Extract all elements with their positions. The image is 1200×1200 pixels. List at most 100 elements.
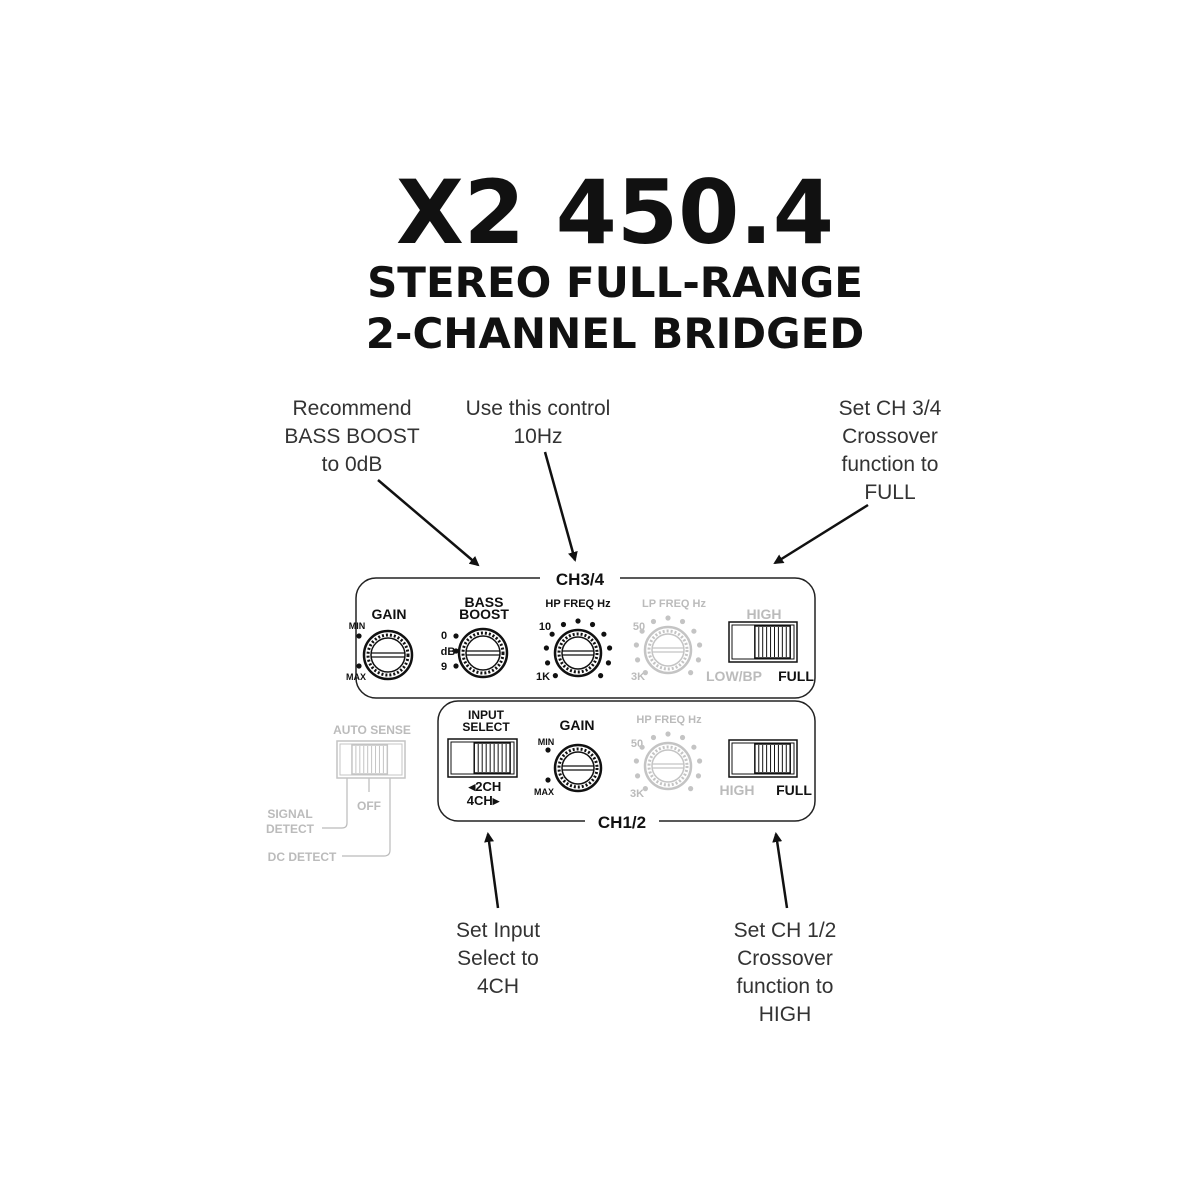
annotation-line: function to <box>737 975 834 998</box>
gain-max-dot <box>356 663 362 669</box>
knob-scale-dot <box>598 673 604 679</box>
knob-scale-dot <box>601 631 607 637</box>
ch34-gain-knob[interactable] <box>362 629 414 681</box>
input-select-label: INPUT <box>468 708 505 722</box>
ch34-lp-freq-knob[interactable] <box>633 615 703 676</box>
knob-scale-dot <box>605 660 612 666</box>
model-title: X2 450.4 <box>396 161 834 264</box>
bass-boost-0: 0 <box>441 630 447 642</box>
input-select-label: SELECT <box>462 720 510 734</box>
ch12-gain-max: MAX <box>534 787 554 797</box>
knob-scale-dot <box>642 670 648 676</box>
bass-boost-dot <box>453 648 459 654</box>
ch12-label: CH1/2 <box>598 813 646 832</box>
bass-boost-label: BOOST <box>459 606 509 622</box>
knob-scale-dot <box>633 642 639 648</box>
knob-scale-dot <box>549 631 555 637</box>
knob-scale-dot <box>691 744 697 750</box>
ch12-crossover-switch[interactable] <box>728 739 798 778</box>
bass-boost-dot <box>453 633 459 639</box>
knob-scale-dot <box>650 618 657 625</box>
knob-scale-dot <box>639 744 645 750</box>
knob-scale-dot <box>665 731 671 737</box>
bass-boost-label: BASS <box>465 594 504 610</box>
annotation-ch34-crossover: Set CH 3/4 Crossover function to FULL <box>839 397 942 504</box>
annotation-hp-freq: Use this control 10Hz <box>466 397 611 448</box>
annotation-line: 10Hz <box>513 425 562 448</box>
arrow-to-hp-freq <box>543 451 578 562</box>
ch12-gain-knob[interactable] <box>553 743 603 793</box>
knob-scale-dot <box>639 628 645 634</box>
annotation-line: Select to <box>457 947 539 970</box>
annotation-line: HIGH <box>759 1003 812 1026</box>
ch12-gain-min: MIN <box>538 737 555 747</box>
ch34-gain-min: MIN <box>349 621 366 631</box>
knob-scale-dot <box>552 673 558 679</box>
auto-sense-switch[interactable] <box>336 740 406 779</box>
annotation-line: 4CH <box>477 975 519 998</box>
ch34-xover-full: FULL <box>778 668 814 684</box>
knob-scale-dot <box>589 621 596 628</box>
input-select-2ch: ◂2CH <box>468 779 502 794</box>
knob-scale-dot <box>665 615 671 621</box>
gain-min-dot <box>545 747 551 753</box>
knob-scale-dot <box>544 660 551 666</box>
ch34-hp-10: 10 <box>539 621 551 633</box>
ch12-hp-3k: 3K <box>630 788 644 800</box>
ch34-label: CH3/4 <box>556 570 605 589</box>
annotation-bass-boost: Recommend BASS BOOST to 0dB <box>284 397 420 476</box>
knob-scale-dot <box>634 773 641 779</box>
auto-sense-signal-detect: SIGNAL <box>267 807 312 821</box>
knob-scale-dot <box>543 645 549 651</box>
knob-scale-dot <box>650 734 657 741</box>
ch12-hp-freq-knob[interactable] <box>633 731 703 792</box>
bass-boost-dot <box>453 663 459 669</box>
bass-boost-db: dB <box>441 646 456 658</box>
ch12-hp-freq-label: HP FREQ Hz <box>636 714 702 726</box>
ch12-xover-high: HIGH <box>720 782 755 798</box>
knob-scale-dot <box>691 628 697 634</box>
ch34-lp-freq-label: LP FREQ Hz <box>642 598 706 610</box>
subtitle-line-1: STEREO FULL-RANGE <box>367 258 863 307</box>
annotation-line: Set Input <box>456 919 540 942</box>
ch34-xover-lowbp: LOW/BP <box>706 668 762 684</box>
knob-scale-dot <box>607 645 613 651</box>
bass-boost-knob[interactable] <box>457 627 509 679</box>
annotation-ch12-crossover: Set CH 1/2 Crossover function to HIGH <box>734 919 837 1026</box>
annotation-line: function to <box>842 453 939 476</box>
arrow-to-ch34-crossover <box>773 503 869 565</box>
ch34-hp-1k: 1K <box>536 671 550 683</box>
annotation-line: FULL <box>864 481 915 504</box>
knob-scale-dot <box>679 618 686 625</box>
knob-scale-dot <box>560 621 567 628</box>
ch34-xover-high: HIGH <box>747 606 782 622</box>
ch34-gain-label: GAIN <box>372 606 407 622</box>
annotation-line: BASS BOOST <box>284 425 420 448</box>
annotation-line: Crossover <box>842 425 938 448</box>
knob-scale-dot <box>688 786 694 792</box>
ch34-lp-3k: 3K <box>631 671 645 683</box>
knob-scale-dot <box>695 773 702 779</box>
auto-sense-dc-detect: DC DETECT <box>268 850 337 864</box>
knob-scale-dot <box>642 786 648 792</box>
knob-scale-dot <box>695 657 702 663</box>
gain-max-dot <box>545 777 551 783</box>
ch34-crossover-switch[interactable] <box>728 621 798 663</box>
annotation-line: Set CH 1/2 <box>734 919 837 942</box>
knob-scale-dot <box>679 734 686 741</box>
auto-sense-label: AUTO SENSE <box>333 723 411 737</box>
knob-scale-dot <box>688 670 694 676</box>
annotation-line: Crossover <box>737 947 833 970</box>
ch34-hp-freq-knob[interactable] <box>543 618 613 679</box>
input-select-4ch: 4CH▸ <box>467 793 501 808</box>
annotation-line: to 0dB <box>322 453 383 476</box>
knob-scale-dot <box>633 758 639 764</box>
input-select-switch[interactable] <box>447 738 518 778</box>
annotation-line: Set CH 3/4 <box>839 397 942 420</box>
gain-min-dot <box>356 633 362 639</box>
subtitle-line-2: 2-CHANNEL BRIDGED <box>366 309 864 358</box>
annotation-line: Recommend <box>292 397 411 420</box>
knob-scale-dot <box>634 657 641 663</box>
